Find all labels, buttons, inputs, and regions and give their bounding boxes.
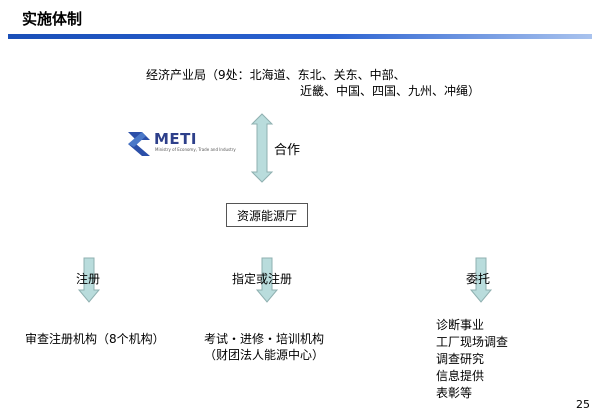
- meti-logo-icon: [128, 132, 150, 156]
- branch-label-entrust: 委托: [466, 272, 491, 286]
- target-register: 审查注册机构（8个机构）: [25, 332, 165, 346]
- down-arrow-entrust: [469, 257, 493, 303]
- cooperate-label: 合作: [274, 143, 301, 158]
- target-entrust-item: 调查研究: [436, 352, 485, 366]
- down-arrow-designate: [255, 257, 279, 303]
- target-designate-line2: （财团法人能源中心）: [204, 348, 325, 362]
- branch-label-designate: 指定或注册: [232, 272, 293, 286]
- top-label-line1: 经济产业局（9处：北海道、东北、关东、中部、: [146, 68, 406, 82]
- title-underline: [8, 34, 592, 39]
- down-arrow-register: [77, 257, 101, 303]
- branch-label-register: 注册: [76, 272, 101, 286]
- center-box: 资源能源厅: [226, 203, 308, 227]
- double-arrow: [250, 113, 274, 183]
- target-designate-line1: 考试・进修・培训机构: [204, 332, 325, 346]
- page-number: 25: [576, 398, 590, 411]
- target-entrust-item: 表彰等: [436, 386, 473, 400]
- meti-logo-subtitle: Ministry of Economy, Trade and Industry: [155, 147, 236, 152]
- meti-logo-text: METI: [154, 130, 197, 148]
- target-entrust-item: 信息提供: [436, 369, 485, 383]
- page-title: 实施体制: [22, 10, 83, 28]
- target-entrust-item: 诊断事业: [436, 318, 485, 332]
- target-entrust-item: 工厂现场调查: [436, 335, 509, 349]
- top-label-line2: 近畿、中国、四国、九州、冲绳）: [300, 84, 481, 98]
